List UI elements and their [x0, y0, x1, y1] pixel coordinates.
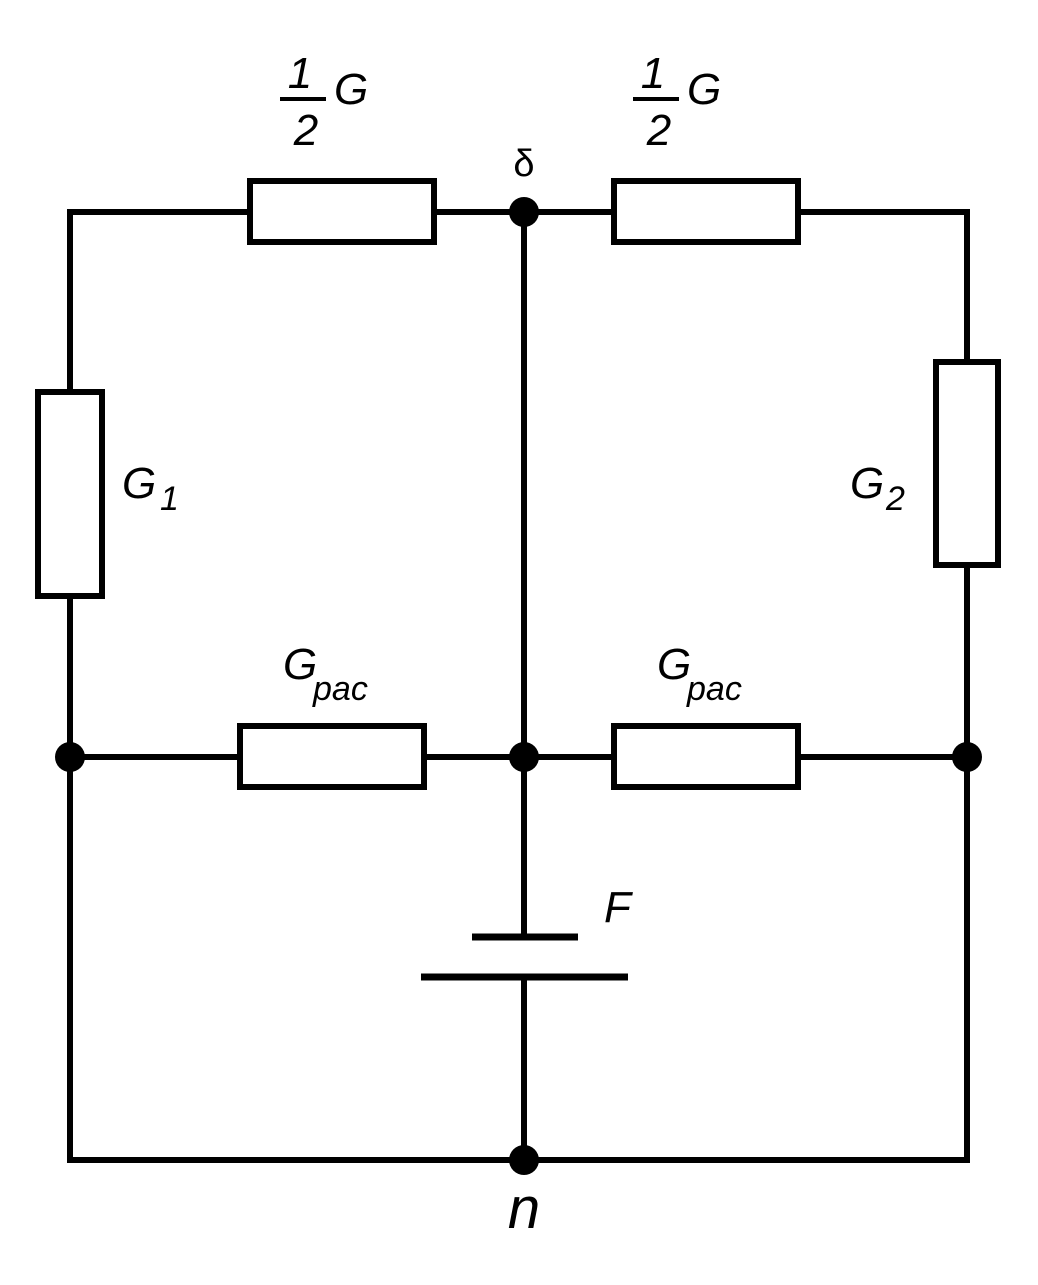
- label-top-node: δ: [513, 143, 534, 185]
- label-top-left-symbol: G: [334, 65, 368, 114]
- label-top-right-symbol: G: [687, 65, 721, 114]
- label-bottom-node: n: [508, 1176, 540, 1241]
- label-gpac-right-symbol: G: [657, 640, 691, 689]
- node-mid-center: [509, 742, 539, 772]
- nodes: [55, 197, 982, 1175]
- label-gpac-left-subscript: pac: [312, 670, 368, 708]
- voltage-source: [421, 933, 628, 981]
- label-gpac-left: G pac: [283, 640, 368, 708]
- label-source: F: [604, 883, 633, 932]
- node-bottom: [509, 1145, 539, 1175]
- label-top-right-numerator: 1: [641, 49, 665, 98]
- resistor-top-right: [611, 178, 801, 245]
- label-g1: G 1: [122, 459, 179, 518]
- labels: 1 2 G 1 2 G δ G 1 G 2 G pac G: [122, 49, 905, 1241]
- label-top-right-denominator: 2: [646, 106, 671, 155]
- label-g1-symbol: G: [122, 459, 156, 508]
- resistor-top-left: [247, 178, 437, 245]
- resistors: [35, 178, 1001, 790]
- node-mid-right: [952, 742, 982, 772]
- resistor-g2: [933, 359, 1001, 568]
- label-top-left-numerator: 1: [288, 49, 312, 98]
- label-gpac-right-subscript: pac: [686, 670, 742, 708]
- label-gpac-left-symbol: G: [283, 640, 317, 689]
- resistor-g1: [35, 389, 105, 599]
- label-gpac-right: G pac: [657, 640, 742, 708]
- node-mid-left: [55, 742, 85, 772]
- resistor-gpac-left: [237, 723, 427, 790]
- node-top: [509, 197, 539, 227]
- label-g2-symbol: G: [850, 459, 884, 508]
- label-top-left-resistor: 1 2 G: [280, 49, 368, 155]
- label-g1-subscript: 1: [160, 480, 179, 518]
- label-top-right-resistor: 1 2 G: [633, 49, 721, 155]
- label-g2-subscript: 2: [885, 480, 905, 518]
- label-top-left-denominator: 2: [293, 106, 318, 155]
- label-g2: G 2: [850, 459, 905, 518]
- resistor-gpac-right: [611, 723, 801, 790]
- wires: [67, 209, 970, 1163]
